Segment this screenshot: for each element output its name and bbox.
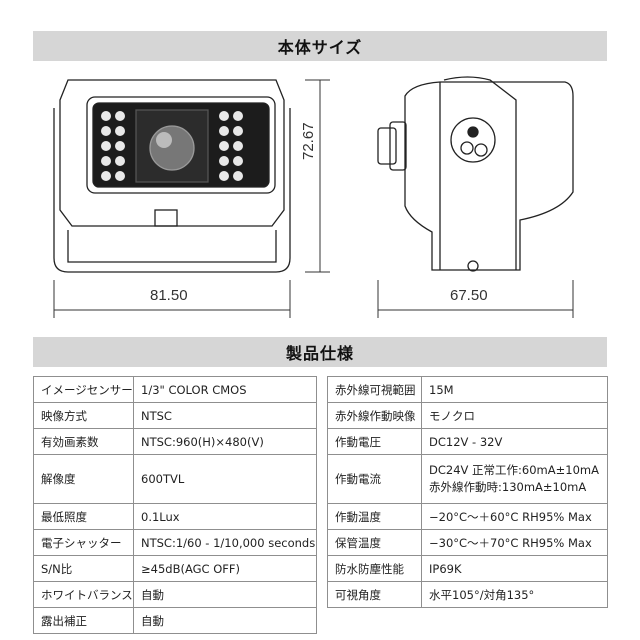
section-header-size: 本体サイズ [33,31,607,61]
spec-value: NTSC [133,402,317,429]
spec-key: 作動電圧 [327,428,422,455]
table-row: 作動電流 DC24V 正常工作:60mA±10mA 赤外線作動時:130mA±10m… [327,454,608,504]
height-dimension-label: 72.67 [300,122,317,160]
spec-value: 1/3" COLOR CMOS [133,376,317,403]
spec-key: 映像方式 [33,402,134,429]
dimension-lines-front [53,79,330,318]
spec-key: 防水防塵性能 [327,555,422,582]
spec-key: 電子シャッター [33,529,134,556]
spec-value: NTSC:960(H)×480(V) [133,428,317,455]
spec-value: −20°C〜＋60°C RH95% Max [421,503,608,530]
dimension-drawing [53,76,574,318]
spec-value: IP69K [421,555,608,582]
spec-value: DC24V 正常工作:60mA±10mA 赤外線作動時:130mA±10mA [421,454,608,504]
spec-value: DC12V - 32V [421,428,608,455]
spec-key: 有効画素数 [33,428,134,455]
spec-key: 最低照度 [33,503,134,530]
spec-key: 可視角度 [327,581,422,608]
spec-value: 水平105°/対角135° [421,581,608,608]
table-row: 保管温度−30°C〜＋70°C RH95% Max [327,529,608,556]
spec-value: 自動 [133,581,317,608]
dimension-lines-side [377,280,574,318]
table-row: S/N比≥45dB(AGC OFF) [33,555,317,582]
spec-value: −30°C〜＋70°C RH95% Max [421,529,608,556]
spec-value: 0.1Lux [133,503,317,530]
spec-value: 自動 [133,607,317,634]
ir-led-array [101,111,243,181]
section-title-size: 本体サイズ [277,38,363,57]
width-dimension-label: 81.50 [150,287,188,304]
spec-key: ホワイトバランス [33,581,134,608]
table-row: 赤外線作動映像モノクロ [327,402,608,429]
spec-key: 保管温度 [327,529,422,556]
section-header-spec: 製品仕様 [33,337,607,367]
side-view-drawing [377,76,574,272]
spec-key: 露出補正 [33,607,134,634]
spec-value: モノクロ [421,402,608,429]
spec-key: S/N比 [33,555,134,582]
section-title-spec: 製品仕様 [285,344,354,363]
spec-key: 作動電流 [327,454,422,504]
table-row: 可視角度水平105°/対角135° [327,581,608,608]
spec-value: ≥45dB(AGC OFF) [133,555,317,582]
spec-key: 赤外線可視範囲 [327,376,422,403]
table-row: 露出補正自動 [33,607,317,634]
table-row: ホワイトバランス自動 [33,581,317,608]
spec-value-line: 赤外線作動時:130mA±10mA [429,480,587,494]
spec-key: 作動温度 [327,503,422,530]
front-view-drawing [53,79,291,273]
table-row: 作動温度−20°C〜＋60°C RH95% Max [327,503,608,530]
spec-value-line: DC24V 正常工作:60mA±10mA [429,463,599,477]
spec-key: イメージセンサー [33,376,134,403]
spec-value: NTSC:1/60 - 1/10,000 seconds [133,529,317,556]
depth-dimension-label: 67.50 [450,287,488,304]
spec-key: 解像度 [33,454,134,504]
spec-key: 赤外線作動映像 [327,402,422,429]
spec-value: 600TVL [133,454,317,504]
spec-value: 15M [421,376,608,403]
